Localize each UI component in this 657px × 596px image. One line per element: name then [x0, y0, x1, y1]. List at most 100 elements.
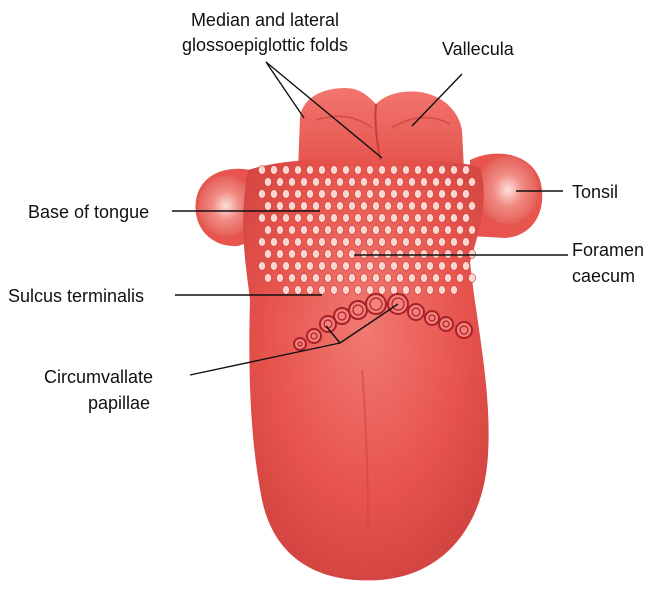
- tongue-bump: [300, 226, 307, 235]
- tongue-bump: [294, 214, 301, 223]
- label-base-of-tongue: Base of tongue: [28, 202, 149, 222]
- tongue-bump: [264, 202, 271, 211]
- tongue-bump: [264, 178, 271, 187]
- tongue-bump: [270, 166, 277, 175]
- tongue-bump: [276, 226, 283, 235]
- tongue-bump: [396, 250, 403, 259]
- tongue-bump: [372, 226, 379, 235]
- tongue-bump: [378, 166, 385, 175]
- tongue-bump: [468, 250, 475, 259]
- tongue-bump: [462, 166, 469, 175]
- label-vallecula: Vallecula: [442, 39, 515, 59]
- tongue-bump: [462, 238, 469, 247]
- tongue-bump: [258, 262, 265, 271]
- tongue-bump: [378, 286, 385, 295]
- tongue-bump: [330, 214, 337, 223]
- tongue-bump: [258, 214, 265, 223]
- tongue-bump: [342, 166, 349, 175]
- tongue-bump: [444, 178, 451, 187]
- tongue-bump: [438, 190, 445, 199]
- tongue-bump: [342, 238, 349, 247]
- tongue-bump: [372, 178, 379, 187]
- tongue-bump: [396, 274, 403, 283]
- tongue-bump: [306, 190, 313, 199]
- tongue-bump: [300, 178, 307, 187]
- tongue-bump: [282, 262, 289, 271]
- tongue-bump: [414, 190, 421, 199]
- tongue-bump: [336, 250, 343, 259]
- tongue-bump: [294, 286, 301, 295]
- tongue-bump: [294, 190, 301, 199]
- tongue-bump: [288, 202, 295, 211]
- tongue-bump: [324, 202, 331, 211]
- papilla: [294, 338, 306, 350]
- tongue-bump: [324, 226, 331, 235]
- tongue-bump: [336, 202, 343, 211]
- tongue-bump: [426, 286, 433, 295]
- papilla: [334, 308, 350, 324]
- tongue-bump: [390, 286, 397, 295]
- tongue-bump: [456, 250, 463, 259]
- tongue-bump: [306, 166, 313, 175]
- tongue-bump: [378, 238, 385, 247]
- tongue-bump: [330, 286, 337, 295]
- tongue-bump: [330, 262, 337, 271]
- tongue-bump: [432, 202, 439, 211]
- tongue-bump: [288, 274, 295, 283]
- tongue-bump: [306, 214, 313, 223]
- tongue-bump: [348, 178, 355, 187]
- label-papillae-line2: papillae: [88, 393, 150, 413]
- papilla: [439, 317, 453, 331]
- tongue-bump: [318, 238, 325, 247]
- tongue-bump: [468, 178, 475, 187]
- label-folds-line1: Median and lateral: [191, 10, 339, 30]
- papilla: [408, 304, 424, 320]
- tongue-bump: [450, 262, 457, 271]
- tongue-bump: [372, 274, 379, 283]
- tongue-bump: [450, 214, 457, 223]
- tongue-bump: [354, 286, 361, 295]
- tongue-bump: [450, 166, 457, 175]
- label-folds-line2: glossoepiglottic folds: [182, 35, 348, 55]
- tongue-bump: [318, 262, 325, 271]
- papilla: [456, 322, 472, 338]
- tongue-bump: [318, 214, 325, 223]
- tongue-bump: [330, 190, 337, 199]
- tongue-bump: [354, 238, 361, 247]
- tongue-bump: [432, 250, 439, 259]
- tongue-bump: [312, 250, 319, 259]
- tongue-bump: [414, 166, 421, 175]
- tongue-bump: [456, 226, 463, 235]
- tongue-bump: [324, 250, 331, 259]
- tongue-bump: [390, 166, 397, 175]
- tongue-bump: [426, 166, 433, 175]
- tongue-bump: [282, 286, 289, 295]
- tongue-bump: [426, 190, 433, 199]
- label-tonsil: Tonsil: [572, 182, 618, 202]
- tongue-bump: [270, 214, 277, 223]
- tongue-bump: [372, 202, 379, 211]
- tongue-bump: [468, 274, 475, 283]
- tongue-bump: [366, 166, 373, 175]
- tongue-bump: [378, 190, 385, 199]
- tongue-bump: [384, 274, 391, 283]
- tongue-bump: [318, 190, 325, 199]
- tongue-bump: [294, 166, 301, 175]
- tongue-bump: [408, 250, 415, 259]
- tongue-bump: [402, 190, 409, 199]
- tongue-bump: [396, 178, 403, 187]
- label-foramen-line2: caecum: [572, 266, 635, 286]
- tongue-bump: [450, 286, 457, 295]
- tongue-bump: [468, 226, 475, 235]
- tongue-bump: [342, 286, 349, 295]
- tongue-bump: [420, 250, 427, 259]
- tongue-bump: [384, 202, 391, 211]
- tongue-bump: [360, 250, 367, 259]
- tongue-bump: [366, 238, 373, 247]
- tongue-bump: [414, 262, 421, 271]
- tongue-bump: [276, 178, 283, 187]
- tongue-bump: [300, 202, 307, 211]
- tongue-bump: [426, 262, 433, 271]
